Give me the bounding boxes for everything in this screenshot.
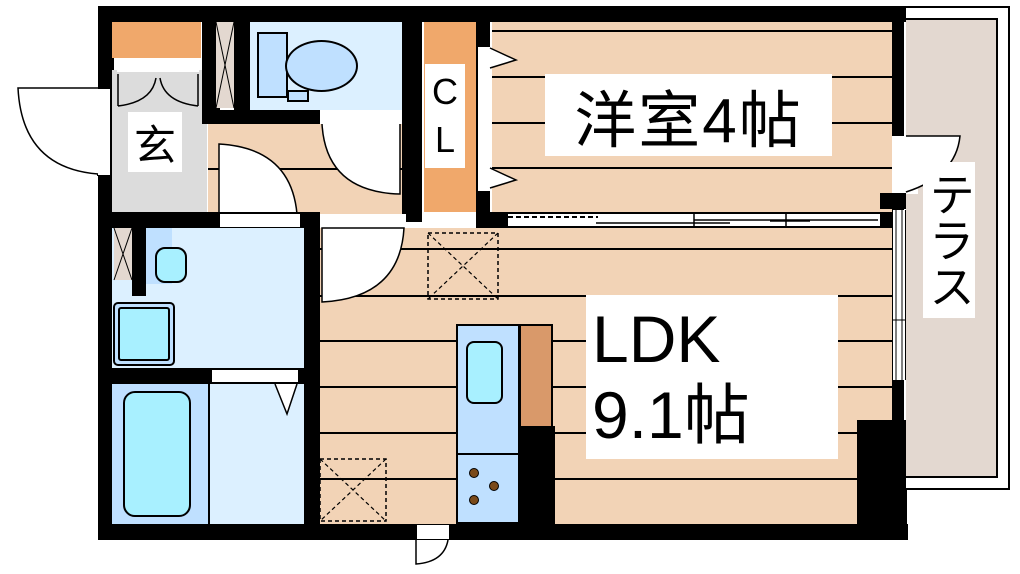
washbasin[interactable]: [155, 247, 187, 283]
ldk-label-name: LDK: [592, 302, 721, 376]
ceiling-storage-1-icon: [427, 232, 499, 300]
corner-column: [857, 420, 907, 540]
fridge-space: [519, 324, 553, 428]
closet-door-swing-icon[interactable]: [489, 47, 520, 192]
wall-wc-east: [402, 16, 422, 222]
terrace-label: テラス: [923, 162, 975, 318]
front-door-swing-icon[interactable]: [17, 87, 99, 176]
ldk-door-opening: [322, 214, 406, 227]
outer-wall-top: [98, 6, 908, 22]
kitchen-sink[interactable]: [466, 341, 503, 404]
closet-label-l: L: [434, 119, 456, 160]
back-door-swing-icon[interactable]: [415, 539, 450, 566]
terrace-window-track-icon: [892, 210, 906, 380]
wall-washroom-east: [304, 212, 320, 536]
outer-wall-bottom: [98, 524, 908, 540]
shoe-cabinet: [112, 22, 201, 58]
sliding-door-tracks-icon: [508, 214, 878, 226]
front-door-opening: [97, 88, 111, 176]
bath-door-swing-icon[interactable]: [274, 383, 299, 417]
shoe-cabinet-doors: [117, 60, 199, 72]
terrace-label-text: テラス: [923, 171, 975, 309]
wall-wc-south: [202, 110, 320, 124]
closet-label: C L: [425, 64, 465, 168]
shoe-cabinet-door-swing-icon: [117, 74, 199, 107]
wall-entrance-east: [202, 16, 220, 120]
back-door-opening: [416, 524, 450, 540]
ldk-label: LDK 9.1帖: [586, 295, 838, 459]
pipe-space-2-x-icon: [113, 227, 133, 281]
pipe-space-1-x-icon: [215, 21, 235, 109]
ceiling-storage-2-icon: [319, 458, 387, 522]
terrace-door-opening: [892, 136, 906, 194]
bathtub[interactable]: [123, 391, 191, 517]
ldk-door-swing-icon[interactable]: [321, 227, 406, 303]
wall-pipe-wc: [234, 16, 250, 126]
ldk-label-size: 9.1帖: [592, 378, 750, 452]
toilet-bowl[interactable]: [285, 40, 358, 92]
western-room-label: 洋室4帖: [545, 74, 832, 156]
washing-machine-inner: [118, 307, 170, 361]
stove-burner-1[interactable]: [469, 468, 479, 478]
toilet-door-swing-icon[interactable]: [321, 123, 402, 196]
hall-door-swing-icon[interactable]: [218, 143, 299, 215]
toilet-fixture: [287, 90, 309, 102]
stove-burner-2[interactable]: [489, 481, 499, 491]
wall-pipe-space-2: [132, 228, 146, 296]
stove-burner-3[interactable]: [469, 495, 479, 505]
washroom-door-opening: [220, 214, 300, 227]
closet-label-c: C: [432, 71, 458, 112]
terrace-wall-stub: [880, 193, 908, 209]
bathroom-wash-area: [208, 384, 304, 524]
closet-door-opening: [478, 47, 490, 191]
toilet-door-opening: [320, 110, 402, 124]
counter-divider: [456, 453, 520, 455]
toilet-tank: [257, 32, 288, 98]
kitchen-wall: [519, 426, 555, 524]
bath-door-opening: [212, 370, 298, 382]
entrance-label: 玄: [128, 112, 182, 172]
